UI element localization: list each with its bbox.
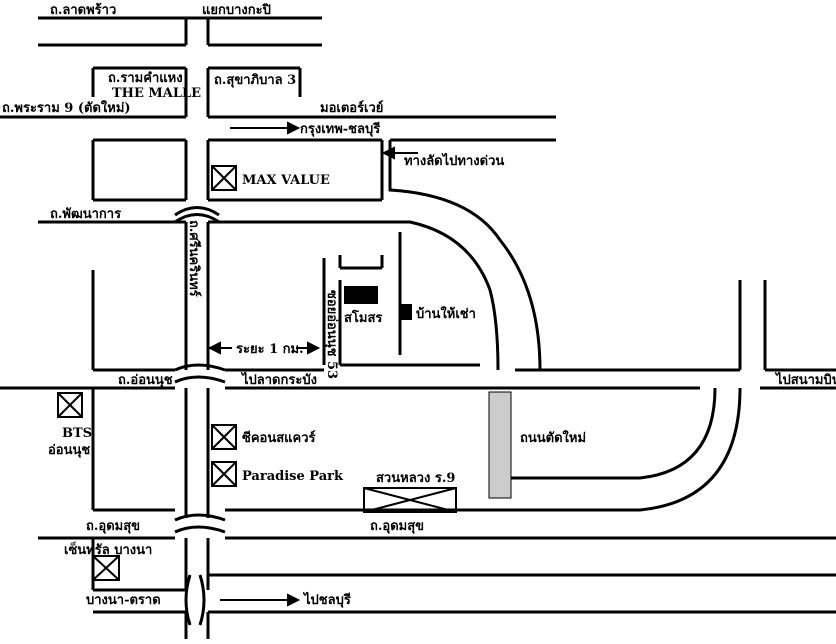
label-sukhaphiban3: ถ.สุขาภิบาล 3 [214, 73, 296, 88]
label-the-malle: THE MALLE [112, 86, 201, 101]
label-onnut: ถ.อ่อนนุช [118, 373, 173, 388]
road-phatthanakan-curve [208, 220, 500, 371]
road-curve-outer [500, 387, 742, 512]
map-labels: ถ.ลาดพร้าว แยกบางกะปิ ถ.รามคำแหง THE MAL… [2, 2, 836, 608]
label-to-chonburi: ไปชลบุรี [302, 591, 351, 608]
club-building-block [344, 286, 378, 304]
road-network [0, 16, 836, 639]
label-to-bkk-chonburi: กรุงเทพ-ชลบุรี [300, 121, 380, 137]
label-expressway-access: ทางลัดไปทางด่วน [404, 152, 504, 169]
house-building-block [400, 304, 412, 320]
label-bang-kapi-junction: แยกบางกะปิ [202, 3, 271, 18]
label-lat-phrao: ถ.ลาดพร้าว [50, 2, 116, 18]
label-udomsuk-left: ถ.อุดมสุข [86, 519, 140, 534]
label-suan-luang: สวนหลวง ร.9 [376, 471, 455, 486]
label-to-airport: ไปสนามบิน [774, 371, 836, 388]
building-marker-icon [57, 165, 457, 581]
label-to-lat-krabang: ไปลาดกระบัง [240, 371, 317, 388]
new-road-strip [488, 391, 512, 499]
double-arrow-icon [207, 341, 321, 355]
label-udomsuk-right: ถ.อุดมสุข [370, 519, 424, 534]
label-soi-onnut-53: ซอยอ่อนนุช 53 [324, 290, 339, 379]
label-bts-onnut: อ่อนนุช [48, 443, 90, 458]
label-seacon-square: ซีคอนสแควร์ [242, 430, 316, 446]
road-curve-inner [500, 387, 717, 480]
label-srinakarin: ถ.ศรีนครินทร์ [186, 220, 202, 297]
label-paradise-park: Paradise Park [242, 469, 344, 484]
label-bts: BTS [62, 426, 92, 441]
label-ramkhamhaeng: ถ.รามคำแหง [108, 70, 183, 86]
label-bangna-trat: บางนา-ตราด [86, 593, 161, 608]
label-samoson: สโมสร [344, 309, 382, 326]
arrow-right-icon [220, 121, 301, 607]
label-rama9: ถ.พระราม 9 (ตัดใหม่) [2, 99, 131, 116]
label-new-road: ถนนตัดใหม่ [520, 429, 586, 446]
label-central-bangna: เซ็นทรัล บางนา [64, 540, 152, 558]
label-distance: ระยะ 1 กม. [236, 342, 304, 357]
label-max-value: MAX VALUE [242, 173, 330, 188]
label-motorway: มอเตอร์เวย์ [320, 100, 383, 116]
arrow-left-icon [381, 146, 418, 160]
road-expressway-outer [388, 140, 542, 371]
bridge-arc-icon [174, 206, 226, 626]
label-house-for-rent: บ้านให้เช่า [416, 305, 476, 322]
label-phatthanakan: ถ.พัฒนาการ [50, 207, 121, 222]
